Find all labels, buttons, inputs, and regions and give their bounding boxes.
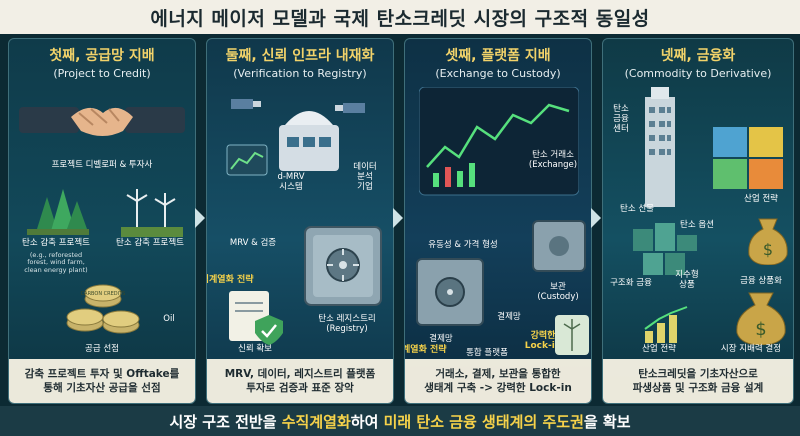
forest-icon (27, 189, 89, 235)
vertical-strategy-label: 수직계열화 전략 (404, 345, 447, 355)
caption-text: 감축 프로젝트 투자 및 Offtake를 통해 기초자산 공급을 선점 (24, 367, 180, 394)
bottom-middle: 하여 (350, 412, 384, 431)
wind-farm-icon (121, 189, 183, 237)
data-blocks-icon (633, 223, 697, 275)
registry-safe-icon (304, 226, 382, 306)
satellite-observatory-icon (226, 99, 365, 176)
settlement-net-label: 결제망 (497, 312, 521, 322)
panels-container: 첫째, 공급망 지배 (Project to Credit) 프로젝트 디벨로퍼… (8, 38, 794, 404)
handshake-icon (19, 107, 185, 136)
panel-heading: 첫째, 공급망 지배 (49, 48, 155, 64)
panel-caption: MRV, 데이터, 레지스트리 플랫폼 투자로 검증과 표준 장악 (207, 359, 393, 403)
data-firm-label: 데이터 분석 기업 (353, 162, 377, 192)
panel-heading: 넷째, 금융화 (660, 48, 736, 64)
panel-header: 둘째, 신뢰 인프라 내재화 (Verification to Registry… (207, 39, 393, 80)
carbon-credit-coins-icon: CARBON CREDITS (66, 284, 140, 334)
bottom-suffix: 을 확보 (583, 412, 631, 431)
panel-financialization: 넷째, 금융화 (Commodity to Derivative) 탄소 금융 … (602, 38, 794, 404)
panel-header: 셋째, 플랫폼 지배 (Exchange to Custody) (405, 39, 591, 80)
panel-caption: 거래소, 결제, 보관을 통합한 생태계 구축 -> 강력한 Lock-in (405, 359, 591, 403)
skyscraper-icon (645, 87, 675, 207)
svg-text:$: $ (763, 240, 773, 259)
panel-trust-infra: 둘째, 신뢰 인프라 내재화 (Verification to Registry… (206, 38, 394, 404)
page-title: 에너지 메이저 모델과 국제 탄소크레딧 시장의 구조적 동일성 (150, 7, 650, 30)
finance-center-label: 탄소 금융 센터 (613, 104, 629, 134)
custody-vault-icon (532, 220, 586, 272)
panel-caption: 감축 프로젝트 투자 및 Offtake를 통해 기초자산 공급을 선점 (9, 359, 195, 403)
panel-subheading: (Verification to Registry) (233, 67, 367, 80)
settlement-label: 결제망 (429, 334, 453, 344)
index-product-label: 지수형 상품 (675, 270, 699, 290)
panel-platform: 셋째, 플랫폼 지배 (Exchange to Custody) 탄소 거래소 … (404, 38, 592, 404)
arrow-icon (195, 208, 205, 228)
project-b-label: 탄소 감축 프로젝트 (116, 238, 184, 248)
developer-label: 프로젝트 디벨로퍼 & 투자사 (51, 160, 153, 170)
panel-subheading: (Project to Credit) (53, 67, 151, 80)
title-bar: 에너지 메이저 모델과 국제 탄소크레딧 시장의 구조적 동일성 (0, 0, 800, 34)
growth-chart-icon (644, 306, 688, 343)
bottom-summary: 시장 구조 전반을 수직계열화하여 미래 탄소 금융 생태계의 주도권을 확보 (169, 411, 630, 432)
caption-text: MRV, 데이터, 레지스트리 플랫폼 투자로 검증과 표준 장악 (224, 367, 376, 394)
arrow-icon (393, 208, 403, 228)
productize-label: 금융 상품화 (740, 276, 782, 286)
bottom-highlight-2: 미래 탄소 금융 생태계의 주도권 (383, 412, 584, 431)
panel-header: 첫째, 공급망 지배 (Project to Credit) (9, 39, 195, 80)
coin-text: CARBON CREDITS (81, 291, 126, 297)
exchange-label: 탄소 거래소 (Exchange) (528, 150, 578, 170)
wind-lock-icon (555, 315, 589, 355)
integrated-platform-label: 통합 플랫폼 (466, 348, 508, 358)
caption-text: 거래소, 결제, 보관을 통합한 생태계 구축 -> 강력한 Lock-in (424, 367, 572, 394)
svg-text:$: $ (755, 319, 766, 340)
money-bag-icon: $ (748, 218, 788, 265)
arrow-icon (591, 208, 601, 228)
panel-supply-chain: 첫째, 공급망 지배 (Project to Credit) 프로젝트 디벨로퍼… (8, 38, 196, 404)
registry-label: 탄소 레지스트리 (Registry) (318, 314, 376, 334)
market-power-label: 시장 지배력 결정 (720, 344, 782, 354)
bottom-prefix: 시장 구조 전반을 (169, 412, 282, 431)
trust-label: 신뢰 확보 (238, 344, 272, 354)
bottom-banner: 시장 구조 전반을 수직계열화하여 미래 탄소 금융 생태계의 주도권을 확보 (0, 406, 800, 436)
liquidity-label: 유동성 & 가격 형성 (428, 240, 498, 250)
puzzle-icon (713, 127, 783, 189)
dmrv-label: d-MRV 시스템 (277, 172, 305, 192)
caption-text: 탄소크레딧을 기초자산으로 파생상품 및 구조화 금융 설계 (632, 367, 764, 394)
industry-strategy-label: 산업 전략 (744, 194, 778, 204)
panel-subheading: (Exchange to Custody) (435, 67, 561, 80)
project-a-note: (e.g., reforested forest, wind farm, cle… (24, 251, 88, 274)
oil-label: Oil (163, 314, 175, 324)
panel-subheading: (Commodity to Derivative) (624, 67, 772, 80)
project-a-label: 탄소 감축 프로젝트 (22, 238, 90, 248)
panel-caption: 탄소크레딧을 기초자산으로 파생상품 및 구조화 금융 설계 (603, 359, 793, 403)
industry-strategy-2-label: 산업 전략 (642, 344, 676, 354)
bottom-highlight-1: 수직계열화 (281, 412, 351, 431)
custody-label: 보관 (Custody) (537, 282, 579, 302)
large-money-bag-icon: $ (736, 292, 786, 345)
supply-selection-label: 공급 선점 (85, 344, 119, 354)
options-label: 탄소 옵션 (680, 220, 714, 230)
certificate-shield-icon (229, 291, 283, 345)
exchange-screen-icon (419, 87, 579, 196)
structured-finance-label: 구조화 금융 (610, 278, 652, 288)
panel-heading: 둘째, 신뢰 인프라 내재화 (225, 48, 375, 64)
futures-label: 탄소 선물 (620, 204, 654, 214)
vertical-strategy-label: 수직계열화 전략 (207, 275, 254, 285)
vault-icon (416, 258, 484, 326)
lockin-label: 강력한 Lock-in (524, 331, 562, 352)
panel-header: 넷째, 금융화 (Commodity to Derivative) (603, 39, 793, 80)
panel-heading: 셋째, 플랫폼 지배 (445, 48, 551, 64)
mrv-verify-label: MRV & 검증 (229, 238, 277, 248)
